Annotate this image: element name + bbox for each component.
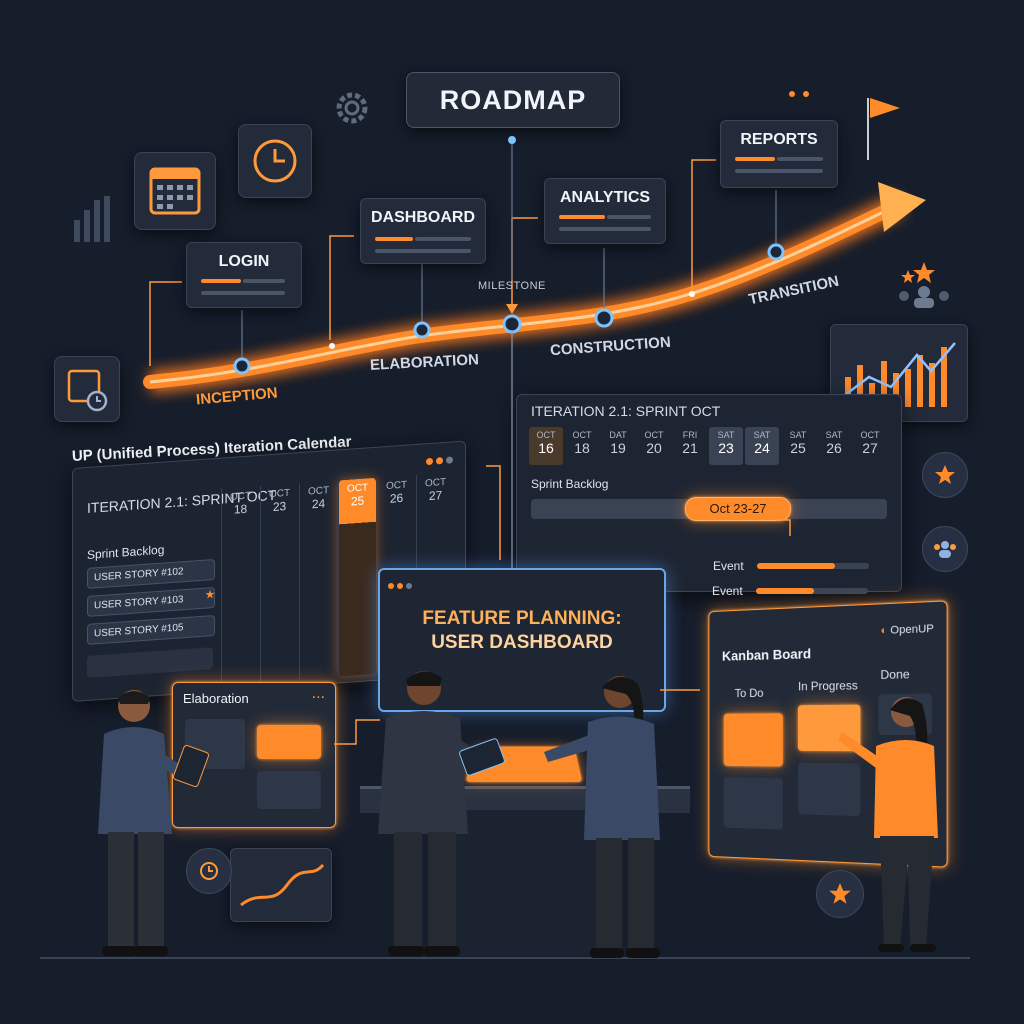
kanban-title: Kanban Board	[722, 645, 811, 663]
person-pointing	[530, 668, 680, 960]
person-with-tablet-center	[366, 664, 516, 960]
person-with-tablet-left	[86, 684, 216, 960]
kanban-card[interactable]	[724, 713, 783, 766]
kanban-col-done: Done	[880, 667, 909, 682]
openup-logo-icon: ◐	[881, 624, 891, 637]
person-at-kanban	[830, 688, 960, 958]
openup-brand: ◐ OpenUP	[881, 623, 934, 637]
openup-label: OpenUP	[890, 623, 934, 637]
line-chart-widget	[230, 848, 332, 922]
kanban-col-todo: To Do	[735, 686, 764, 700]
kanban-card[interactable]	[724, 777, 783, 829]
